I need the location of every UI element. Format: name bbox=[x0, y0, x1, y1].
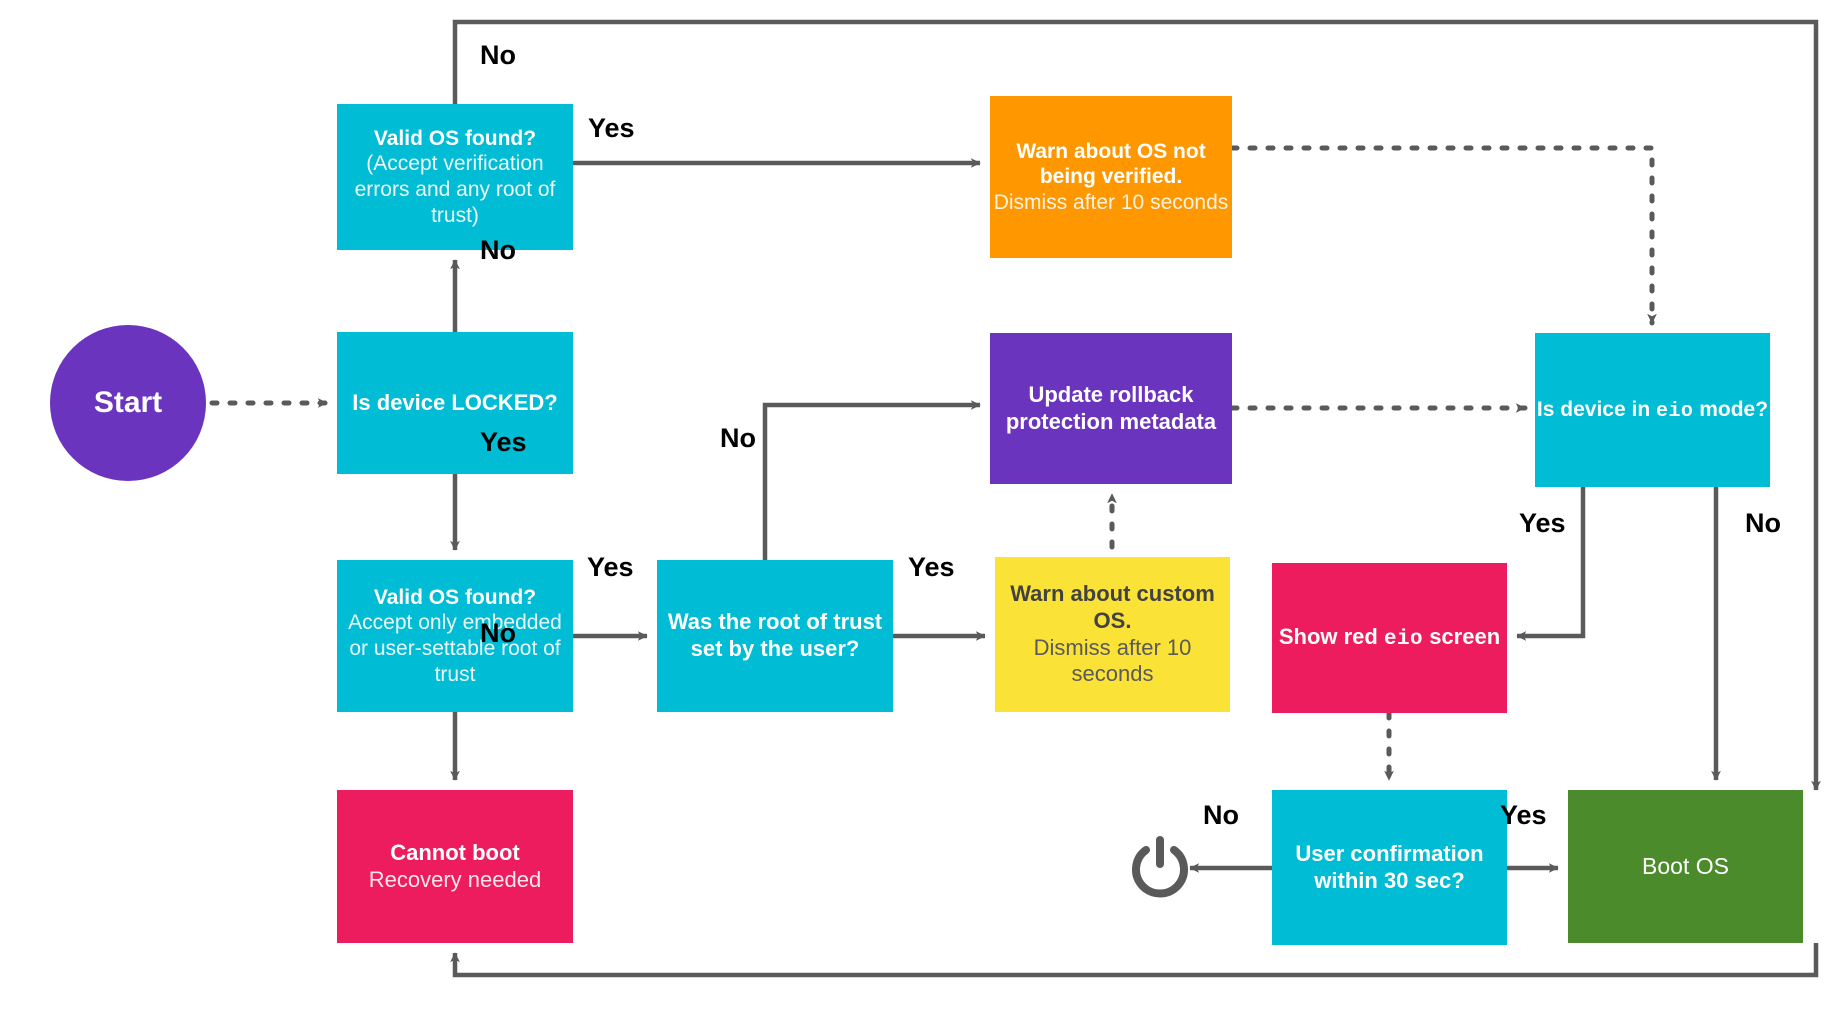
wire-roottrust-no bbox=[762, 400, 981, 560]
node-warn-custom-os-title: Warn about custom OS. bbox=[1010, 580, 1215, 633]
edge-label-yes-valid-top: Yes bbox=[588, 113, 635, 143]
node-show-red-eio-title: Show red eio screen bbox=[1279, 624, 1500, 653]
red-eio-text-b: screen bbox=[1423, 623, 1501, 649]
node-show-red-eio[interactable]: Show red eio screen bbox=[1272, 563, 1507, 713]
edge-label-no-valid-bottom: No bbox=[480, 618, 516, 648]
node-warn-custom-os-sub: Dismiss after 10 seconds bbox=[1033, 634, 1192, 687]
eio-mono-token: eio bbox=[1655, 398, 1694, 422]
node-is-device-eio-title: Is device in eio mode? bbox=[1537, 397, 1768, 423]
node-start-label: Start bbox=[93, 385, 163, 419]
edge-label-yes-eio: Yes bbox=[1519, 508, 1566, 538]
edge-label-no-root-trust: No bbox=[720, 423, 756, 453]
node-warn-os-not-verified[interactable]: Warn about OS not being verified. Dismis… bbox=[990, 96, 1232, 258]
node-user-confirmation[interactable]: User confirmation within 30 sec? bbox=[1272, 790, 1507, 945]
eio-text-a: Is device in bbox=[1536, 397, 1656, 421]
node-cannot-boot-title: Cannot boot bbox=[390, 839, 520, 865]
node-user-confirmation-title: User confirmation within 30 sec? bbox=[1295, 840, 1484, 893]
wire-bottom-loop bbox=[450, 943, 1819, 978]
edge-label-yes-locked-down: Yes bbox=[480, 427, 527, 457]
node-warn-os-not-verified-sub: Dismiss after 10 seconds bbox=[993, 190, 1229, 214]
node-update-rollback-title: Update rollback protection metadata bbox=[1005, 381, 1217, 434]
node-root-of-trust-user-title: Was the root of trust set by the user? bbox=[667, 609, 883, 661]
node-root-of-trust-user[interactable]: Was the root of trust set by the user? bbox=[657, 560, 893, 712]
edge-label-no-locked-up: No bbox=[480, 235, 516, 265]
node-valid-os-top[interactable]: Valid OS found? (Accept verification err… bbox=[337, 104, 573, 250]
edge-label-yes-valid-bottom: Yes bbox=[587, 552, 634, 582]
node-cannot-boot[interactable]: Cannot boot Recovery needed bbox=[337, 790, 573, 943]
node-warn-custom-os[interactable]: Warn about custom OS. Dismiss after 10 s… bbox=[995, 557, 1230, 712]
wire-warnos-to-eio bbox=[1229, 145, 1657, 326]
wire-top-loop bbox=[452, 19, 1821, 791]
node-valid-os-bottom-title: Valid OS found? bbox=[373, 585, 537, 609]
node-valid-os-bottom[interactable]: Valid OS found? Accept only embedded or … bbox=[337, 560, 573, 712]
node-update-rollback[interactable]: Update rollback protection metadata bbox=[990, 333, 1232, 484]
edge-label-no-top-loop: No bbox=[480, 40, 516, 70]
node-valid-os-top-title: Valid OS found? bbox=[373, 126, 537, 150]
eio-text-b: mode? bbox=[1693, 397, 1769, 421]
node-is-device-locked-title: Is device LOCKED? bbox=[352, 389, 558, 415]
node-boot-os-title: Boot OS bbox=[1642, 853, 1729, 880]
edge-label-no-eio: No bbox=[1745, 508, 1781, 538]
node-valid-os-bottom-sub: Accept only embedded or user-settable ro… bbox=[348, 611, 562, 686]
wire-eio-yes bbox=[1516, 487, 1586, 641]
node-is-device-eio[interactable]: Is device in eio mode? bbox=[1535, 333, 1770, 487]
node-cannot-boot-sub: Recovery needed bbox=[368, 866, 542, 892]
node-is-device-locked[interactable]: Is device LOCKED? bbox=[337, 332, 573, 474]
edge-label-yes-root-trust: Yes bbox=[908, 552, 955, 582]
node-start[interactable]: Start bbox=[50, 325, 206, 481]
red-eio-mono-token: eio bbox=[1383, 627, 1424, 651]
red-eio-text-a: Show red bbox=[1278, 623, 1384, 649]
node-warn-os-not-verified-title: Warn about OS not being verified. bbox=[1016, 139, 1206, 189]
edge-label-yes-user-confirm: Yes bbox=[1500, 800, 1547, 830]
power-off-icon bbox=[1132, 836, 1188, 898]
node-boot-os[interactable]: Boot OS bbox=[1568, 790, 1803, 943]
node-valid-os-top-sub: (Accept verification errors and any root… bbox=[354, 152, 556, 227]
edge-label-no-user-confirm: No bbox=[1203, 800, 1239, 830]
